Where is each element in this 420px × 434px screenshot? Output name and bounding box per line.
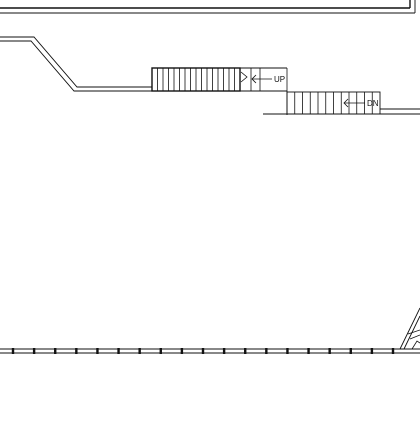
up-arrow-icon: [251, 74, 272, 84]
stair-flight-down: DN: [263, 91, 420, 115]
break-line-icon: [240, 71, 248, 83]
fence-post: [117, 348, 120, 354]
fence-post: [391, 348, 395, 354]
stair-treads-up: [157, 68, 235, 91]
fence-post: [159, 348, 162, 354]
fence-post: [96, 348, 99, 354]
fence-post: [349, 348, 352, 354]
fence-post: [75, 348, 78, 354]
fence-posts: [11, 348, 395, 354]
fence-post: [32, 348, 36, 354]
fence-post: [265, 348, 268, 354]
fence-post: [307, 348, 310, 354]
stair-up-label: UP: [274, 75, 285, 84]
fence-post: [328, 348, 331, 354]
stair-flight-up: UP: [151, 67, 288, 92]
fence-post: [11, 348, 15, 354]
fence-post: [180, 348, 184, 354]
fence-post: [222, 348, 226, 354]
top-border-frame: [0, 0, 416, 14]
stair-treads-down: [294, 92, 373, 114]
fence-post: [54, 348, 57, 354]
corner-detail: [399, 307, 420, 350]
fence-line: [0, 348, 420, 354]
stair-down-label: DN: [367, 99, 379, 108]
fence-post: [286, 348, 289, 354]
fence-post: [244, 348, 247, 354]
fence-post: [201, 348, 205, 354]
fence-post: [138, 348, 141, 354]
wall-outline: [0, 36, 152, 92]
fence-post: [370, 348, 374, 354]
down-arrow-icon: [343, 98, 365, 108]
